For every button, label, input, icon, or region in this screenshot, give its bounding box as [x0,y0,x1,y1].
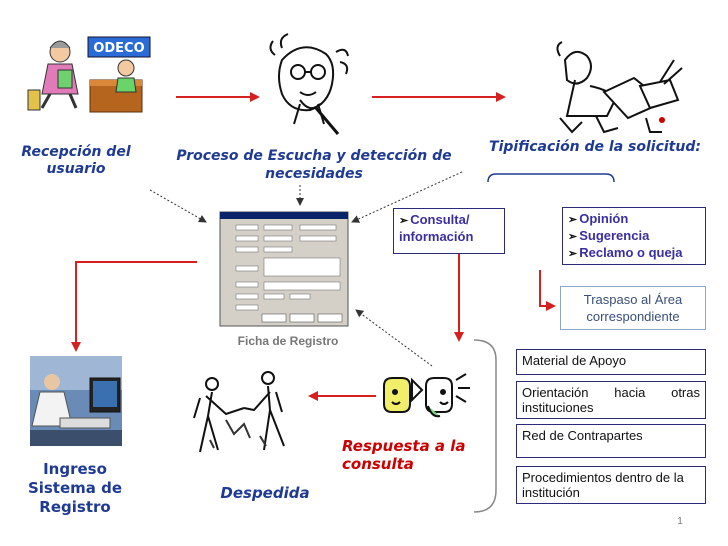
arrow-bullet-icon: ➢ [399,215,409,227]
traspaso-box: Traspaso al Área correspondiente [560,286,706,330]
tipo-item-sugerencia: ➢Sugerencia [568,228,650,243]
registration-form-image [219,211,349,327]
label-tipificacion: Tipificación de la solicitud: [489,139,701,155]
support-box-orientacion: Orientación hacia otras instituciones [516,381,706,419]
dotted-arrow-respuesta-ficha [355,309,433,367]
tipos-list: ➢Opinión ➢Sugerencia ➢Reclamo o queja [568,211,700,262]
thinking-man-clipart [269,33,349,135]
label-ficha: Ficha de Registro [237,334,339,348]
label-recepcion: Recepción del usuario [21,144,131,177]
arrow-ficha-to-ingreso [71,261,197,352]
odeco-logo-text: ODECO [93,41,144,56]
handshake-clipart [193,371,285,453]
page-number: 1 [677,516,683,527]
consulta-box: ➢Consulta/ información [393,208,505,254]
label-ingreso: Ingreso Sistema de Registro [27,460,123,516]
label-proceso: Proceso de Escucha y detección de necesi… [176,148,452,182]
consulta-list: ➢Consulta/ información [399,212,499,245]
tipos-box: ➢Opinión ➢Sugerencia ➢Reclamo o queja [562,207,706,265]
label-despedida: Despedida [220,484,310,502]
arrow-to-traspaso [539,270,556,311]
tipo-item-opinion: ➢Opinión [568,211,629,226]
tipificacion-bracket [487,173,615,183]
support-box-material: Material de Apoyo [516,349,706,375]
arrow-bullet-icon: ➢ [568,248,578,260]
talking-faces-clipart [383,373,470,418]
dotted-arrows [149,171,463,367]
support-box-procedimientos: Procedimientos dentro de la institución [516,466,706,504]
support-box-red: Red de Contrapartes [516,424,706,458]
writing-man-clipart [556,41,683,134]
label-respuesta: Respuesta a la consulta [342,437,466,473]
support-bracket [473,339,497,513]
tipo-item-reclamo: ➢Reclamo o queja [568,245,683,260]
computer-operator-clipart [30,356,122,446]
red-arrows [71,92,615,401]
dotted-arrow-tipificacion-ficha [351,171,463,223]
arrow-bullet-icon: ➢ [568,214,578,226]
reception-clipart: ODECO [27,36,151,113]
arrow-bullet-icon: ➢ [568,231,578,243]
consulta-item: ➢Consulta/ información [399,212,474,244]
dotted-arrow-recepcion-ficha [149,189,207,223]
